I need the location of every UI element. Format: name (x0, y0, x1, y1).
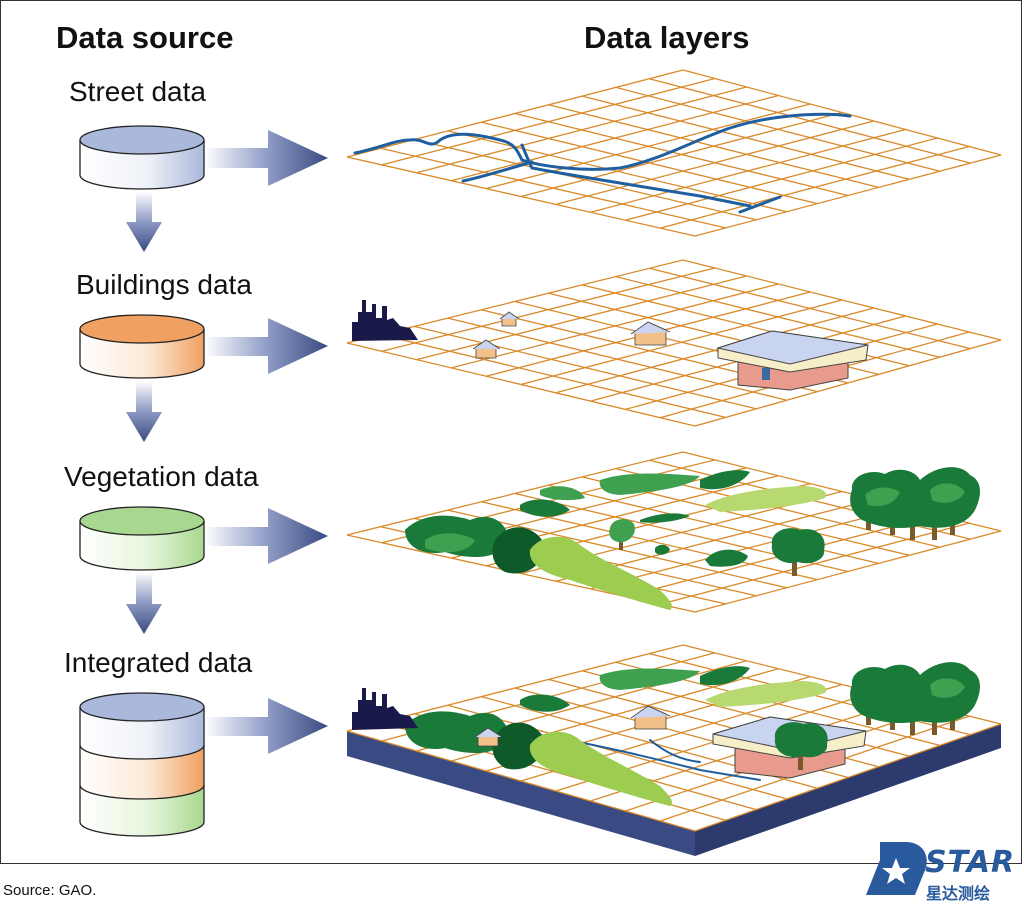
grid-line (381, 77, 715, 166)
house-icon (630, 321, 671, 346)
integrated-tree-icon (774, 722, 828, 770)
grid-line (520, 111, 843, 198)
buildings-layer-grid (346, 259, 1002, 427)
grid-line (555, 120, 874, 206)
grid-line (590, 128, 906, 213)
grid-line (451, 94, 779, 182)
house-icon (472, 339, 501, 359)
large-building-icon (716, 330, 869, 391)
tree-icon (771, 528, 825, 576)
down-arrow-3 (126, 572, 162, 634)
grid-line (694, 723, 1002, 832)
integrated-skyline-icon (352, 688, 418, 730)
down-arrow-2 (126, 381, 162, 442)
figure-frame (0, 0, 1022, 864)
grid-line (555, 307, 874, 394)
integrated-to-layer-arrow (205, 698, 328, 754)
grid-line (416, 275, 747, 361)
integrated-database-icon (79, 692, 205, 837)
integrated-tree-cluster-icon (850, 662, 980, 735)
vegetation-data-label: Vegetation data (64, 461, 259, 492)
grid-line (694, 154, 1002, 237)
integrated-house-icon (474, 727, 503, 747)
street-database-icon (79, 125, 205, 190)
vegetation-to-layer-arrow (205, 508, 328, 564)
street-layer-grid (346, 69, 1002, 237)
house-icon (499, 311, 520, 327)
data-layers-heading: Data layers (584, 20, 750, 55)
grid-line (346, 451, 684, 536)
buildings-to-layer-arrow (205, 318, 328, 374)
down-arrow-1 (126, 192, 162, 252)
integrated-layer-base (347, 645, 1001, 856)
grid-line (625, 137, 938, 221)
source-note: Source: GAO. (3, 882, 97, 899)
street-lines (353, 112, 852, 214)
grid-line (381, 267, 715, 352)
vegetation-database-icon (79, 506, 205, 571)
data-source-heading: Data source (56, 20, 234, 55)
grid-line (694, 339, 1002, 427)
integrated-data-label: Integrated data (64, 647, 253, 678)
buildings-database-icon (79, 314, 205, 379)
street-data-label: Street data (69, 76, 206, 107)
vegetation-patches (405, 470, 827, 610)
city-skyline-icon (352, 300, 418, 341)
buildings-data-label: Buildings data (76, 269, 252, 300)
grid-line (346, 69, 684, 158)
logo-wordmark: STAR (925, 845, 1016, 880)
grid-line (416, 86, 747, 174)
grid-line (520, 299, 843, 386)
grid-line (486, 103, 811, 190)
grid-line (694, 530, 1002, 613)
tree-icon (609, 519, 635, 550)
grid-line (451, 283, 779, 369)
grid-line (660, 522, 970, 605)
grid-line (590, 506, 906, 590)
grid-line (660, 145, 970, 229)
integrated-house-icon (630, 705, 671, 730)
logo-subtitle: 星达测绘 (926, 886, 991, 903)
tree-cluster-icon (850, 467, 980, 540)
street-to-layer-arrow (205, 130, 328, 186)
star-logo-icon (866, 842, 927, 895)
